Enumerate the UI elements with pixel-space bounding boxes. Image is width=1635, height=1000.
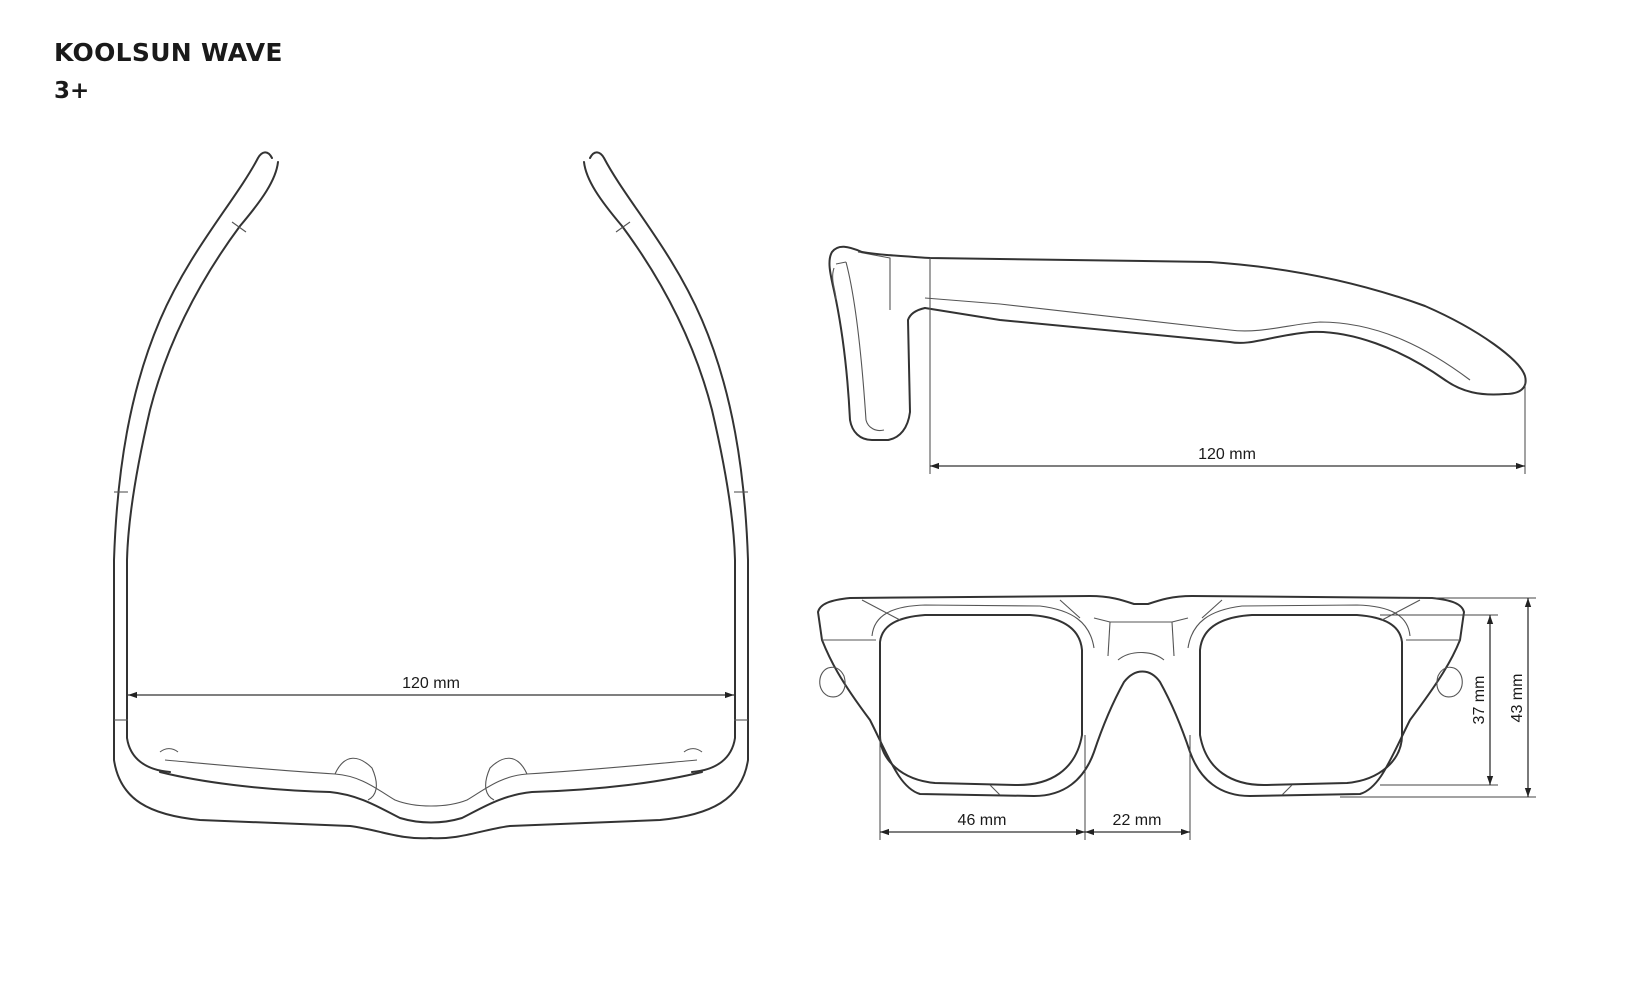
front-lens-left [879, 614, 1083, 787]
top-width-label: 120 mm [402, 675, 460, 692]
front-view: 46 mm 22 mm 37 mm 43 mm [817, 595, 1536, 840]
front-lens-right [1199, 614, 1403, 787]
top-left-temple [113, 151, 749, 840]
front-hinge-right [1436, 666, 1463, 698]
front-outer-frame [817, 595, 1465, 797]
top-nose-pad-right [485, 757, 528, 801]
top-front-frame [159, 771, 703, 824]
front-hinge-left [819, 666, 846, 698]
top-inner-frame [126, 161, 279, 773]
side-front-frame [828, 245, 926, 441]
front-bridge-label: 22 mm [1113, 812, 1162, 829]
top-view: 120 mm [113, 151, 749, 840]
product-title: KOOLSUN WAVE [54, 38, 283, 67]
front-lens-height-label: 37 mm [1471, 676, 1488, 725]
side-temple-label: 120 mm [1198, 446, 1256, 463]
side-temple [861, 251, 1527, 396]
top-nose-pad-left [334, 757, 377, 801]
front-lens-width-label: 46 mm [958, 812, 1007, 829]
age-label: 3+ [54, 78, 90, 104]
front-frame-height-label: 43 mm [1509, 674, 1526, 723]
side-view: 120 mm [828, 245, 1527, 474]
